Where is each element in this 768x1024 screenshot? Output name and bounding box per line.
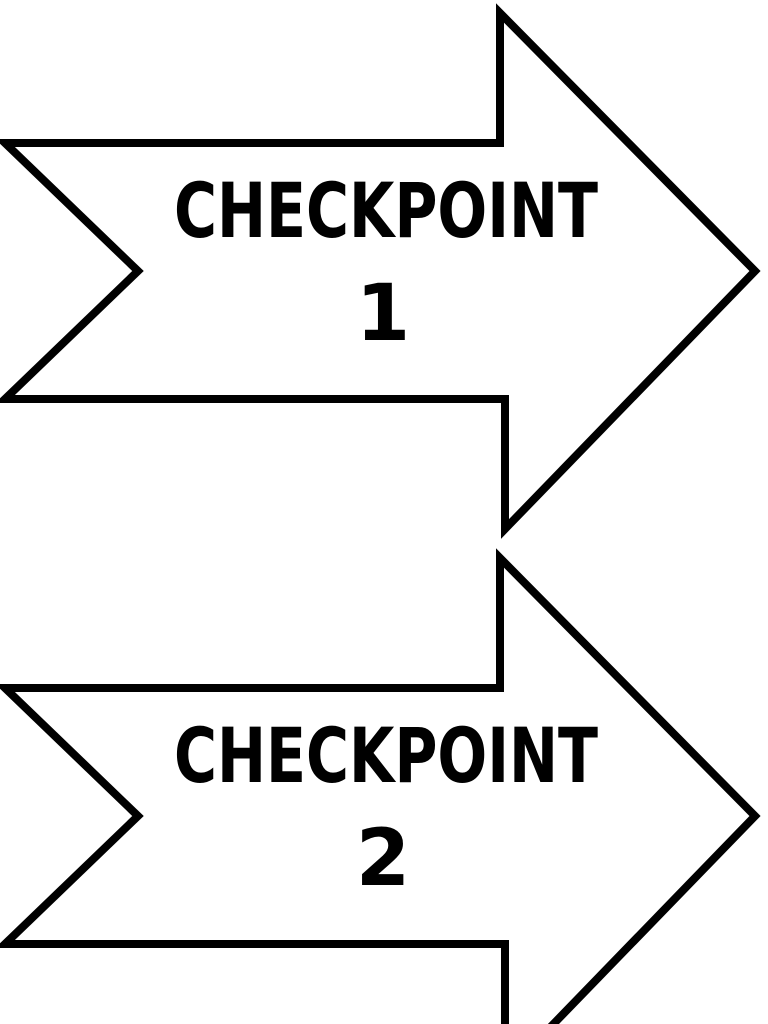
checkpoint-2-sign: CHECKPOINT 2 (0, 548, 761, 1024)
checkpoint-2-label: CHECKPOINT (174, 711, 598, 800)
checkpoint-1-sign: CHECKPOINT 1 (0, 3, 761, 539)
checkpoint-2-number: 2 (356, 814, 410, 904)
checkpoint-1-label: CHECKPOINT (174, 166, 598, 255)
checkpoint-1-number: 1 (356, 269, 410, 359)
checkpoint-2-arrow-shape (0, 548, 761, 1024)
checkpoint-1-arrow-shape (0, 3, 761, 539)
